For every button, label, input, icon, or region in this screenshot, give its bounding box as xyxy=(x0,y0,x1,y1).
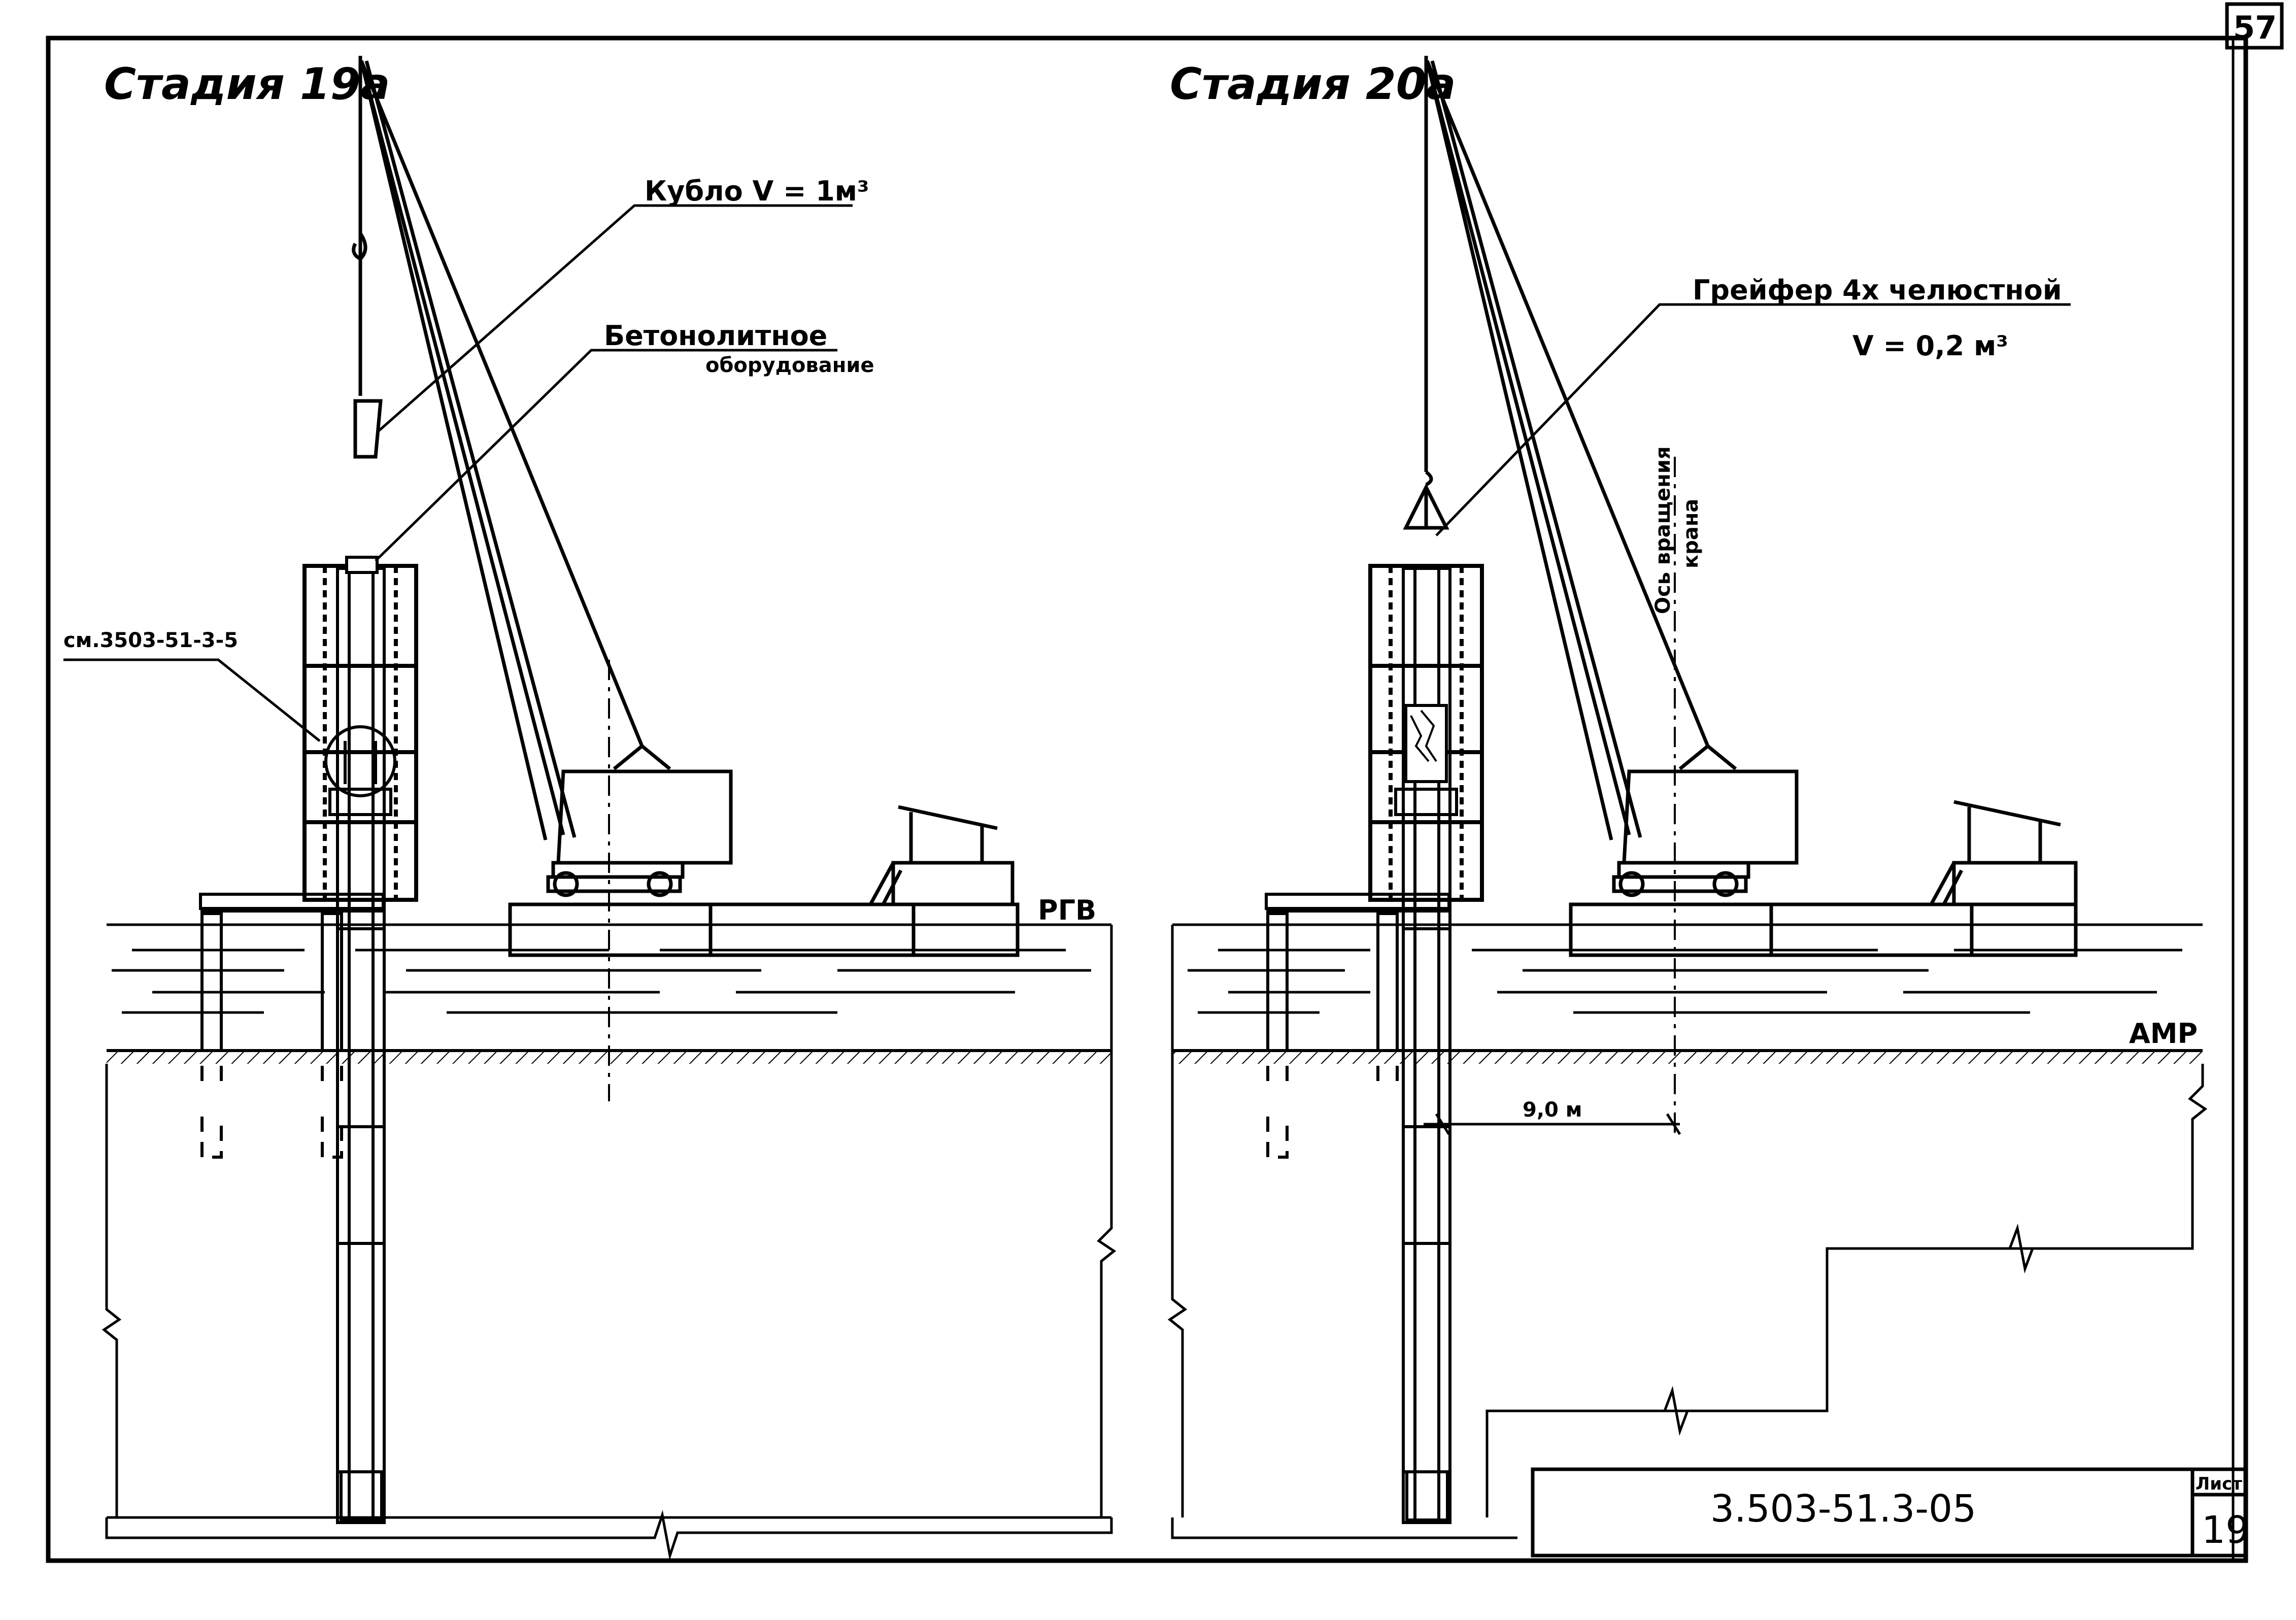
grab-label-line1: Грейфер 4х челюстной xyxy=(1693,274,2062,306)
work-platform xyxy=(199,893,385,1159)
water-surface xyxy=(107,923,1111,1014)
guide-frame xyxy=(302,564,418,902)
work-platform xyxy=(1265,893,1450,1159)
crane-axis-label-line1: Ось вращения xyxy=(1651,446,1675,614)
guide-frame xyxy=(1368,564,1484,902)
concreting-label-line1: Бетонолитное xyxy=(604,320,827,352)
soil-sample xyxy=(1394,704,1458,816)
concrete-bucket xyxy=(352,56,383,459)
stage-20a-title: Стадия 20а xyxy=(1170,59,1456,110)
stage-19a-diagram xyxy=(63,56,1117,1561)
page-number: 57 xyxy=(2233,9,2277,46)
barge xyxy=(508,805,1020,957)
bucket-label: Кубло V = 1м³ xyxy=(645,175,869,207)
crawler-crane xyxy=(359,60,733,897)
concreting-equipment xyxy=(324,556,396,816)
sheet-label: Лист xyxy=(2196,1474,2242,1494)
bed-level-label: АМР xyxy=(2129,1018,2198,1050)
reference-label: см.3503-51-3-5 xyxy=(63,629,238,652)
crawler-crane xyxy=(1425,60,1799,897)
grab-bucket xyxy=(1403,56,1449,530)
stage-20a-diagram xyxy=(1167,56,2208,1539)
crane-axis-label-line2: крана xyxy=(1679,499,1703,568)
casing-pipe xyxy=(336,567,386,1524)
dimension-label: 9,0 м xyxy=(1523,1098,1582,1122)
document-number: 3.503-51.3-05 xyxy=(1710,1487,1976,1531)
drawing-frame xyxy=(46,2,2284,1563)
stage-19a-title: Стадия 19а xyxy=(104,59,390,110)
riverbed xyxy=(1172,1049,2203,1064)
sheet-number: 19 xyxy=(2202,1508,2249,1552)
water-level-label: РГВ xyxy=(1038,894,1096,926)
concreting-label-line2: оборудование xyxy=(705,354,874,377)
dimension-line xyxy=(1424,1113,1681,1135)
grab-label-line2: V = 0,2 м³ xyxy=(1852,330,2008,362)
barge xyxy=(1569,800,2078,957)
water-surface xyxy=(1172,923,2203,1014)
title-block xyxy=(1531,1467,2248,1558)
